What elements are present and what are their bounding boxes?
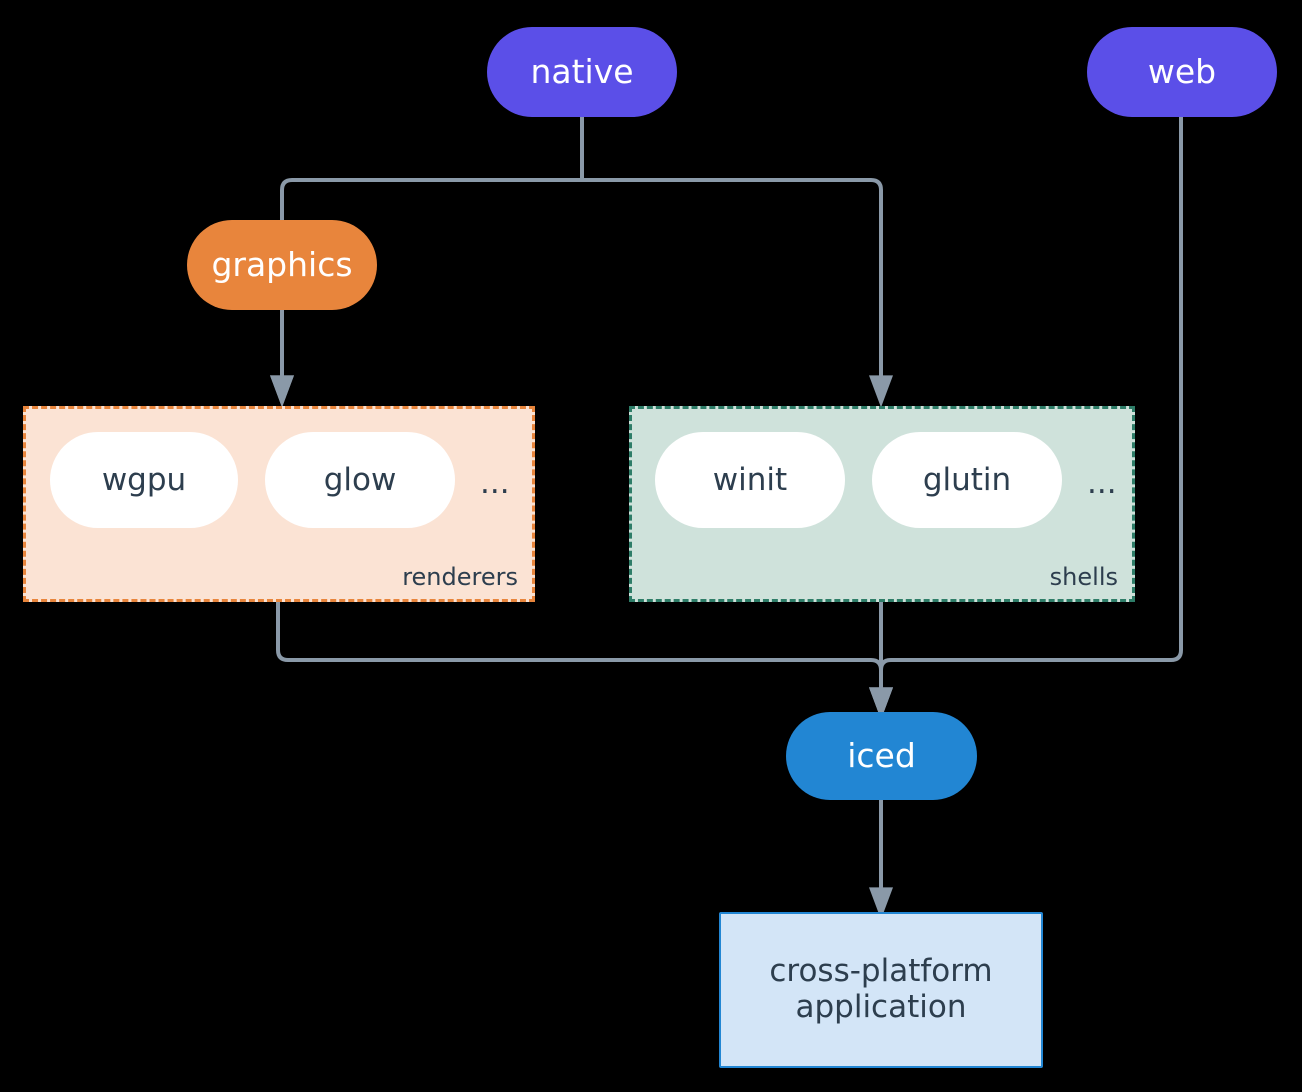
leaf-glow[interactable]: glow — [265, 432, 455, 528]
node-native-label: native — [530, 52, 634, 92]
node-iced[interactable]: iced — [786, 712, 977, 800]
shells-overflow-ellipsis: ... — [1087, 465, 1117, 501]
node-application[interactable]: cross-platform application — [719, 912, 1043, 1068]
leaf-glutin-label: glutin — [922, 462, 1012, 498]
group-renderers-label: renderers — [402, 563, 518, 591]
node-application-label: cross-platform application — [769, 953, 993, 1025]
renderers-overflow-ellipsis: ... — [480, 465, 510, 501]
leaf-winit-label: winit — [712, 462, 788, 498]
node-graphics[interactable]: graphics — [187, 220, 377, 310]
edge-renderers-to-iced — [276, 602, 893, 720]
node-iced-label: iced — [847, 736, 916, 776]
leaf-wgpu-label: wgpu — [101, 462, 187, 498]
node-native[interactable]: native — [487, 27, 677, 117]
leaf-glutin[interactable]: glutin — [872, 432, 1062, 528]
node-web-label: web — [1147, 52, 1217, 92]
node-graphics-label: graphics — [211, 245, 353, 285]
node-web[interactable]: web — [1087, 27, 1277, 117]
edge-native-to-shells — [580, 117, 893, 408]
leaf-wgpu[interactable]: wgpu — [50, 432, 238, 528]
leaf-winit[interactable]: winit — [655, 432, 845, 528]
edge-native-to-graphics — [270, 117, 584, 408]
group-shells-label: shells — [1049, 563, 1118, 591]
edge-web-to-iced — [869, 117, 1183, 720]
leaf-glow-label: glow — [323, 462, 397, 498]
